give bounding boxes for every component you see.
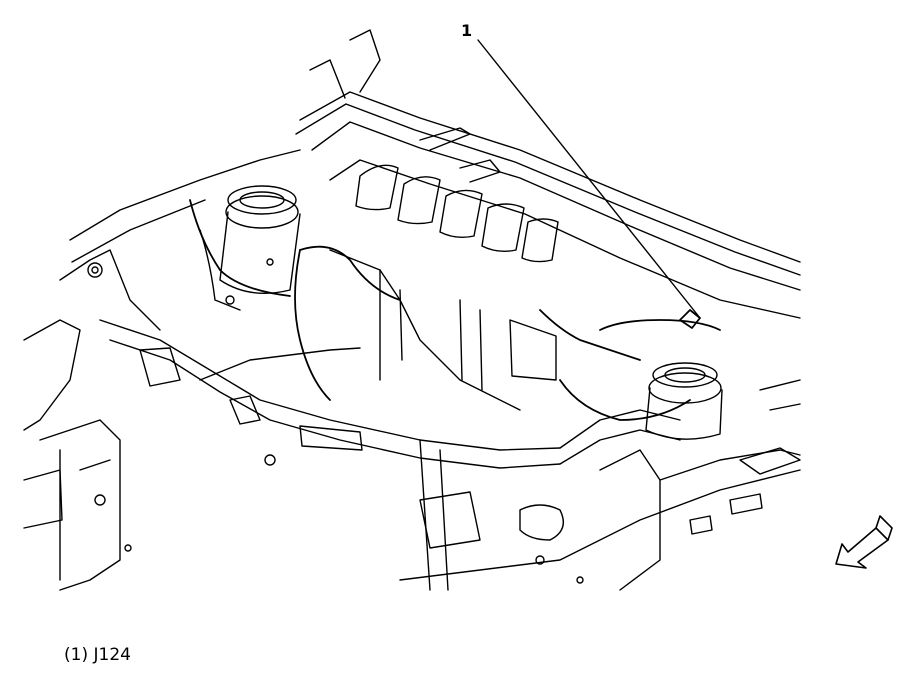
legend-label: J124 xyxy=(93,645,131,665)
legend: (1) J124 xyxy=(64,643,131,667)
right-lower-structure xyxy=(399,379,801,591)
left-apron xyxy=(23,149,301,591)
right-strut-tower xyxy=(645,362,723,440)
cowl-vents xyxy=(355,164,559,263)
front-arrow-icon xyxy=(835,515,893,569)
front-crossmember xyxy=(99,319,681,469)
callout-leader-line xyxy=(477,39,701,319)
firewall xyxy=(199,249,557,411)
cowl-panel xyxy=(295,29,801,319)
legend-number: (1) xyxy=(64,645,89,665)
wiring-harness xyxy=(189,199,721,421)
callout-number: 1 xyxy=(461,21,473,40)
left-strut-tower xyxy=(199,185,301,311)
